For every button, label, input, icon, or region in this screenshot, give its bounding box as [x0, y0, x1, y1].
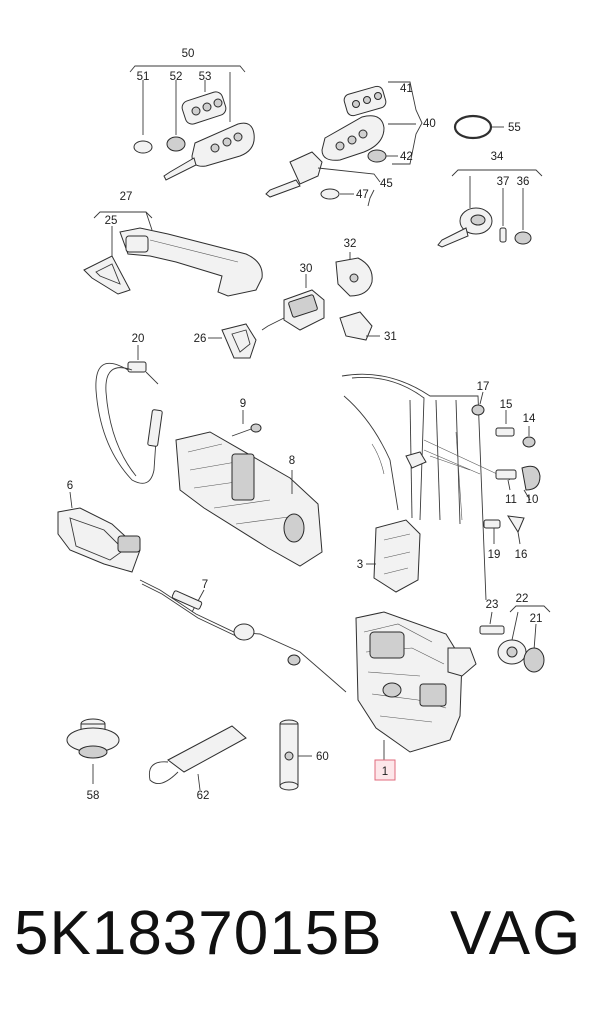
callout-42: 42: [400, 151, 413, 163]
callout-62: 62: [197, 790, 210, 802]
callout-51: 51: [137, 71, 150, 83]
brand-text: VAG: [450, 899, 583, 968]
callout-36: 36: [517, 176, 530, 188]
part-number-text: 5K1837015B: [14, 899, 383, 968]
callout-55: 55: [508, 122, 521, 134]
callout-20: 20: [132, 333, 145, 345]
callout-47: 47: [356, 189, 369, 201]
door-lock-actuator-1: [355, 611, 477, 760]
cable-20: [95, 345, 163, 484]
parts-diagram: 50 51 52 53 41 40 42 45 47 55 34 37 36 2…: [57, 48, 551, 802]
callout-labels: 50 51 52 53 41 40 42 45 47 55 34 37 36 2…: [67, 48, 543, 802]
callout-31: 31: [384, 331, 397, 343]
callout-1: 1: [382, 766, 388, 778]
callout-34: 34: [491, 151, 504, 163]
bracket-8: [175, 410, 323, 567]
callout-9: 9: [240, 398, 246, 410]
handle-group-27: [83, 211, 263, 297]
callout-60: 60: [316, 751, 329, 763]
callout-22: 22: [516, 593, 529, 605]
bottom-parts: [66, 718, 312, 791]
seal-ring-55: [453, 114, 504, 140]
callout-53: 53: [199, 71, 212, 83]
striker-parts-22: [479, 605, 551, 673]
door-frame: [341, 373, 511, 601]
callout-27: 27: [120, 191, 133, 203]
fob-group-40: [265, 81, 423, 207]
callout-41: 41: [400, 83, 413, 95]
callout-37: 37: [497, 176, 510, 188]
callout-52: 52: [170, 71, 183, 83]
callout-3: 3: [357, 559, 363, 571]
callout-11: 11: [505, 494, 517, 506]
callout-14: 14: [523, 413, 536, 425]
callout-26: 26: [194, 333, 207, 345]
callout-7: 7: [202, 579, 208, 591]
key-group-34: [437, 169, 543, 248]
callout-8: 8: [289, 455, 295, 467]
callout-40: 40: [423, 118, 436, 130]
callout-17: 17: [477, 381, 490, 393]
callout-10: 10: [526, 494, 539, 506]
callout-16: 16: [515, 549, 528, 561]
callout-30: 30: [300, 263, 313, 275]
callout-25: 25: [105, 215, 118, 227]
callout-50: 50: [182, 48, 195, 60]
release-cable-7: [139, 579, 347, 693]
small-fasteners: [471, 391, 541, 545]
callout-15: 15: [500, 399, 513, 411]
callout-6: 6: [67, 480, 73, 492]
callout-19: 19: [488, 549, 501, 561]
inner-handle-6: [57, 491, 141, 573]
key-group-50: [129, 65, 255, 181]
callout-highlight-1: [374, 759, 396, 781]
callout-45: 45: [380, 178, 393, 190]
callout-32: 32: [344, 238, 357, 250]
bracket-3: [366, 519, 421, 593]
callout-58: 58: [87, 790, 100, 802]
lock-cylinder-parts: [208, 252, 380, 359]
callout-21: 21: [530, 613, 543, 625]
callout-23: 23: [486, 599, 499, 611]
